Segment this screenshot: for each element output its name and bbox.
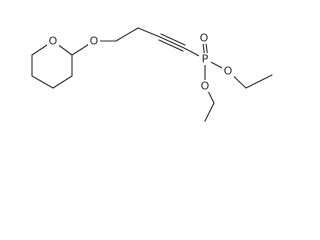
bond-ring-c4-c5 (31, 75, 54, 89)
bond-triple-1 (159, 36, 185, 49)
phosphorus-label: P (202, 53, 209, 66)
ether-oxygen-label: O (90, 35, 99, 48)
bond-ch2-alkyne (137, 27, 161, 38)
bond-triple-2 (160, 33, 186, 46)
phosphoryl-oxygen-label: O (200, 32, 209, 45)
ester-oxygen-lower-label: O (201, 80, 210, 93)
bond-upper-ch2-ch3 (245, 74, 273, 89)
bond-triple-3 (158, 39, 184, 52)
bond-ch2-ch2 (115, 27, 139, 42)
bond-lower-ch2-ch3 (204, 102, 215, 122)
ester-oxygen-upper-label: O (224, 65, 233, 78)
ring-oxygen-label: O (49, 35, 58, 48)
bond-ring-c3-c4 (52, 75, 73, 89)
chemical-structure: O O P O O O (31, 27, 273, 122)
bonds (31, 27, 273, 122)
atom-labels: O O P O O O (47, 32, 234, 93)
